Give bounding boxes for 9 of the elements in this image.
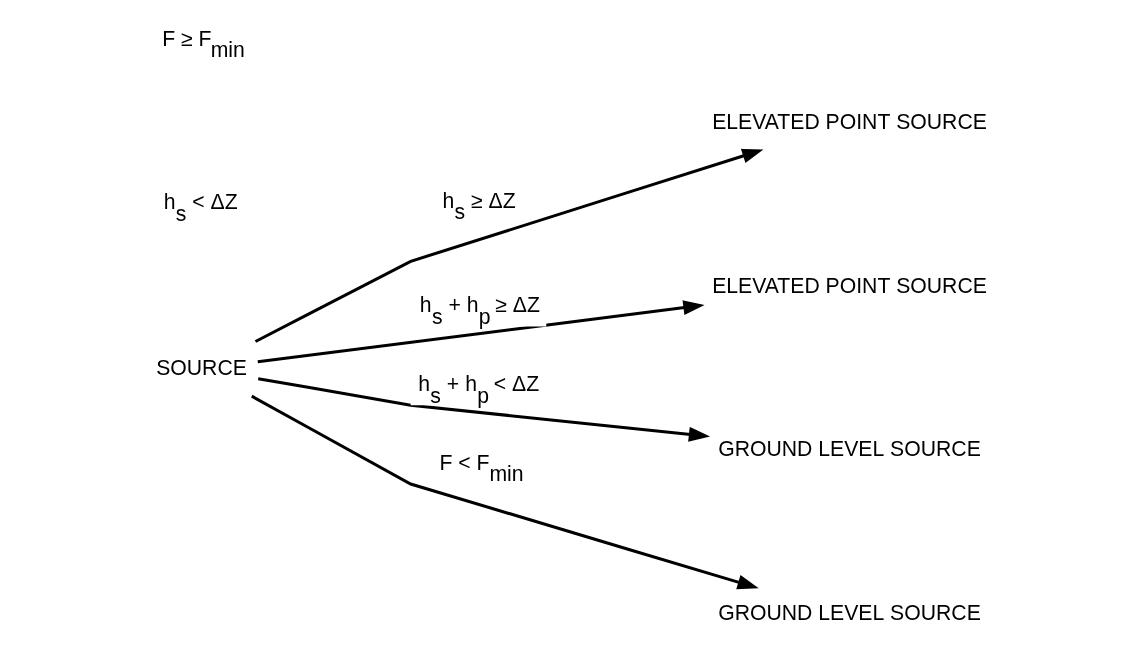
node-text: SOURCE bbox=[155, 355, 247, 379]
arrow bbox=[250, 394, 759, 590]
arrow bbox=[257, 300, 705, 364]
node-text: ELEVATED POINT SOURCE bbox=[711, 110, 987, 134]
node-text: GROUND LEVEL SOURCE bbox=[717, 600, 981, 624]
arrow bbox=[254, 148, 763, 343]
arrow bbox=[257, 377, 710, 442]
node-text: ELEVATED POINT SOURCE bbox=[711, 273, 987, 297]
node-text: GROUND LEVEL SOURCE bbox=[717, 437, 981, 461]
